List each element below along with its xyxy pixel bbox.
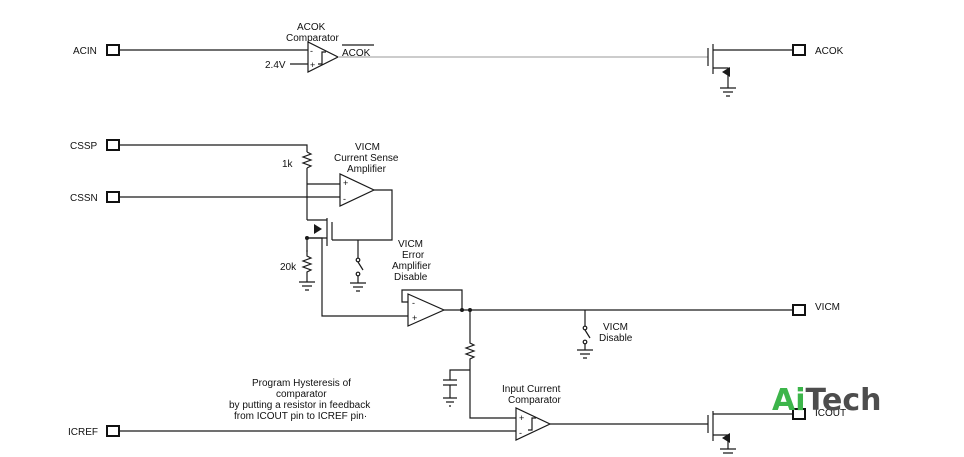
vd-label-1: VICM — [603, 322, 628, 333]
ground-icon — [577, 344, 593, 359]
ead-label-1: VICM — [398, 239, 423, 250]
csa-minus: - — [343, 194, 346, 204]
pin-acin-label: ACIN — [73, 46, 97, 57]
ead-label-2: Error — [402, 250, 425, 261]
acok-fet-drain-source — [713, 49, 792, 88]
icout-fet-arrow — [722, 433, 730, 443]
csa-label-1: VICM — [355, 142, 380, 153]
csa-label-2: Current Sense — [334, 153, 399, 164]
note-line-3: by putting a resistor in feedback — [229, 400, 371, 411]
acok-comp-label-1: ACOK — [297, 22, 326, 33]
wire-cssp — [120, 144, 308, 152]
current-sense-amplifier — [339, 173, 376, 207]
pmos-arrow — [314, 224, 322, 234]
icout-fet-drain-source — [713, 413, 792, 449]
switch-contact — [582, 339, 588, 345]
resistor-20k — [301, 250, 313, 282]
pin-icref-label: ICREF — [68, 427, 98, 438]
pin-acok-label: ACOK — [815, 46, 844, 57]
r1k-label: 1k — [282, 159, 294, 170]
note-line-4: from ICOUT pin to ICREF pin· — [234, 411, 367, 422]
acok-bar-label: ACOK — [342, 48, 371, 59]
acok-comp-label-2: Comparator — [286, 33, 339, 44]
pin-cssn-label: CSSN — [70, 193, 98, 204]
capacitor-ground-icon — [443, 369, 470, 407]
vicm-buffer-amplifier — [407, 293, 446, 327]
pin-icout — [792, 408, 806, 420]
switch-contact — [355, 271, 361, 277]
acok-comparator — [307, 41, 340, 73]
note-line-1: Program Hysteresis of — [252, 378, 351, 389]
pmos-drain-source — [306, 219, 327, 252]
pin-cssp — [106, 139, 120, 151]
acok-comp-plus: + — [310, 60, 315, 70]
wire-divider — [464, 310, 516, 419]
switch-contact — [582, 325, 588, 331]
icc-minus: - — [519, 428, 522, 438]
logo-part-a: Ai — [772, 383, 806, 418]
pin-acok — [792, 44, 806, 56]
icc-plus: + — [519, 413, 524, 423]
pin-vicm-label: VICM — [815, 302, 840, 313]
resistor-1k — [301, 151, 313, 169]
wire-vicm-sense — [307, 237, 408, 317]
pin-icout-label: ICOUT — [815, 408, 846, 419]
switch-icon — [357, 261, 364, 271]
icc-label-2: Comparator — [508, 395, 561, 406]
csa-label-3: Amplifier — [347, 164, 387, 175]
pin-cssp-label: CSSP — [70, 141, 98, 152]
pin-vicm — [792, 304, 806, 316]
wire-csa-out — [332, 189, 393, 241]
r20k-label: 20k — [280, 262, 297, 273]
vd-label-2: Disable — [599, 333, 633, 344]
buffer-plus: + — [412, 313, 417, 323]
switch-contact — [355, 257, 361, 263]
hysteresis-icon — [528, 417, 536, 431]
ground-icon — [720, 448, 736, 454]
switch-icon — [584, 329, 591, 339]
note-line-2: comparator — [276, 389, 327, 400]
ground-icon — [720, 87, 736, 97]
buffer-minus: - — [412, 298, 415, 308]
ground-icon — [350, 276, 366, 292]
aitech-logo: AiTech — [772, 383, 881, 418]
pin-icref — [106, 425, 120, 437]
ead-label-3: Amplifier — [392, 261, 432, 272]
junction-dot — [468, 308, 472, 312]
acok-comp-minus: - — [310, 46, 313, 56]
pin-acin — [106, 44, 120, 56]
hysteresis-icon — [318, 51, 326, 65]
ead-label-4: Disable — [394, 272, 428, 283]
csa-plus: + — [343, 178, 348, 188]
input-current-comparator — [515, 407, 552, 441]
pin-cssn — [106, 191, 120, 203]
ground-icon — [299, 281, 315, 291]
wire-buffer-feedback — [401, 289, 463, 310]
acok-fet-arrow — [722, 67, 730, 77]
icc-label-1: Input Current — [502, 384, 561, 395]
ref-2v4-label: 2.4V — [265, 60, 286, 71]
junction-dot — [460, 308, 464, 312]
logo-part-b: Tech — [806, 383, 882, 418]
